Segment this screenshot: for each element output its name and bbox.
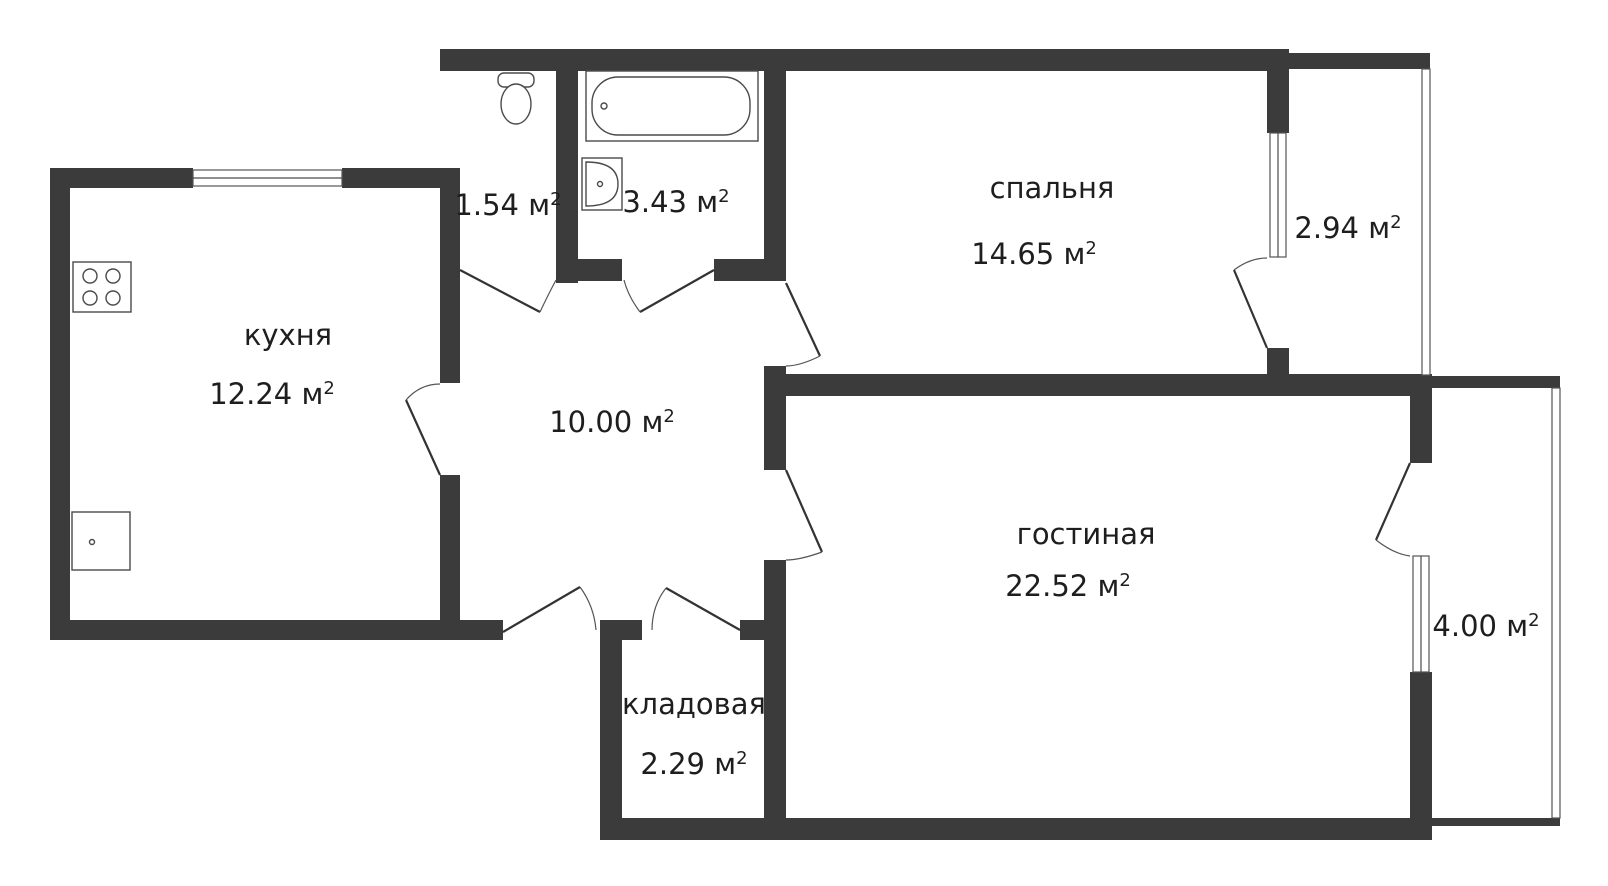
balcony1-top-wall: [1278, 53, 1430, 69]
storage-name: кладовая: [622, 687, 766, 721]
living-name: гостиная: [1017, 517, 1156, 551]
toilet-icon: [497, 72, 535, 125]
toilet-door: [459, 269, 541, 313]
kitchen-area: 12.24 м2: [209, 377, 335, 411]
bedroom-balcony-wall-upper: [1267, 49, 1289, 133]
bedroom-area: 14.65 м2: [971, 237, 1097, 271]
kitchen-top-wall-right: [342, 168, 449, 188]
sink-icon: [581, 157, 623, 211]
storage-left-wall: [600, 620, 622, 840]
hall-right-wall-mid: [764, 366, 786, 470]
balcony2-top-wall: [1430, 376, 1560, 388]
fixtures: [71, 70, 759, 571]
kitchen-door: [404, 399, 442, 476]
bathtub-icon: [585, 70, 759, 142]
kitchen-name: кухня: [244, 318, 332, 352]
walls: [50, 49, 1560, 840]
bath-bottom-stub-right: [714, 259, 774, 281]
top-outer-wall: [440, 49, 1278, 71]
toilet-bath-bottom-stub: [556, 259, 622, 281]
doors: [404, 257, 1412, 633]
balcony2-bottom-wall: [1430, 818, 1560, 826]
storage-top-wall-right: [740, 620, 784, 640]
living-door: [784, 469, 824, 553]
storage-area: 2.29 м2: [640, 747, 747, 781]
kitchen-top-wall-left: [50, 168, 193, 188]
storage-door: [665, 587, 741, 631]
living-balcony-wall-upper: [1410, 385, 1432, 463]
entrance-door: [502, 586, 581, 633]
balcony1-area: 2.94 м2: [1294, 211, 1401, 245]
living-balcony-wall-lower: [1410, 672, 1432, 840]
balcony2-glazing: [1551, 387, 1561, 819]
kitchen-left-wall: [50, 168, 70, 640]
kitchen-right-wall-upper: [440, 168, 460, 383]
bathroom-area: 3.43 м2: [622, 185, 729, 219]
stove-icon: [72, 261, 132, 313]
balcony1-door: [1232, 269, 1269, 349]
kitchen-right-wall-lower: [440, 475, 460, 640]
bedroom-name: спальня: [990, 171, 1115, 205]
hall-right-wall-low: [764, 560, 786, 820]
toilet-area: 1.54 м2: [454, 188, 561, 222]
toilet-bath-partition: [556, 69, 578, 283]
bedroom-balcony-wall-lower: [1267, 348, 1289, 378]
bedroom-door: [785, 282, 821, 357]
windows: [192, 68, 1561, 819]
bathroom-door: [639, 269, 715, 313]
bath-bedroom-partition: [764, 69, 786, 281]
balcony2-door: [1374, 462, 1412, 541]
living-area: 22.52 м2: [1005, 569, 1131, 603]
balcony2-area: 4.00 м2: [1432, 609, 1539, 643]
hallway-area: 10.00 м2: [549, 405, 675, 439]
bedroom-living-partition: [784, 374, 1432, 396]
labels: кухня 12.24 м2 1.54 м2 3.43 м2 спальня 1…: [209, 171, 1539, 781]
living-bottom-wall: [600, 818, 1430, 840]
kitchen-sink-icon: [71, 511, 131, 571]
balcony1-glazing: [1421, 68, 1431, 376]
kitchen-bottom-wall: [50, 620, 503, 640]
